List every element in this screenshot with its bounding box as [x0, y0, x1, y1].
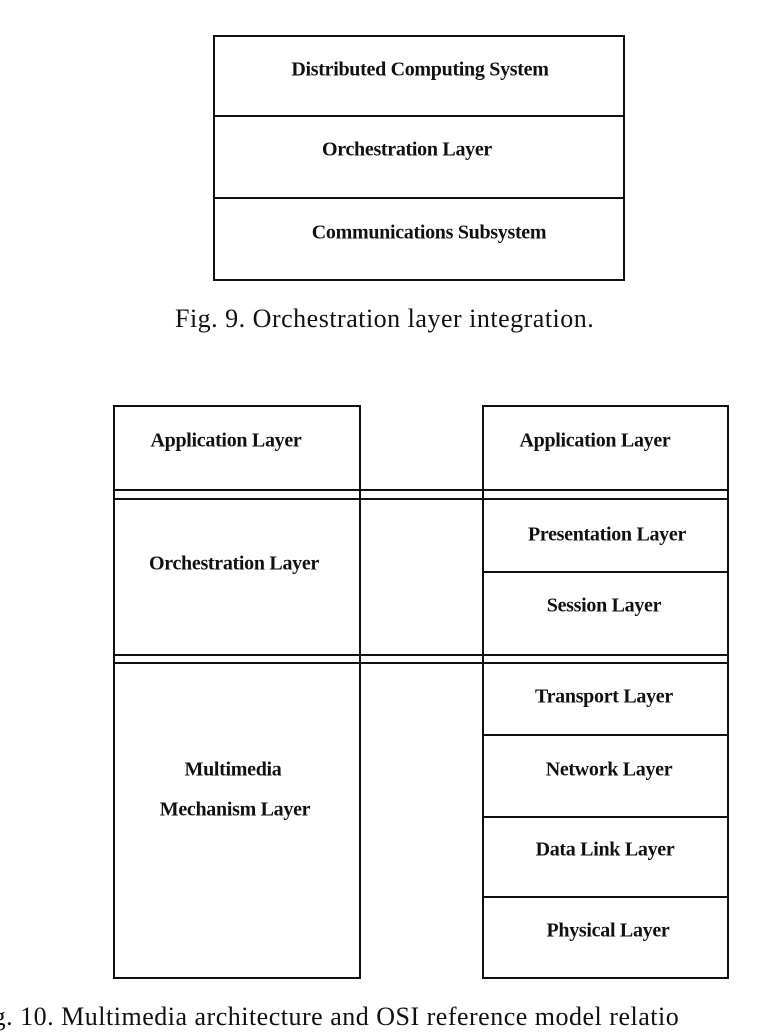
- arch-orchestration-layer: Orchestration Layer: [148, 552, 320, 575]
- fig9-caption: Fig. 9. Orchestration layer integration.: [175, 304, 595, 333]
- double-separator: [113, 498, 729, 500]
- arch-multimedia-line2: Mechanism Layer: [159, 798, 311, 821]
- double-separator: [113, 489, 729, 491]
- fig10-caption: Fig. 10. Multimedia architecture and OSI…: [0, 1002, 680, 1031]
- fig9-layer-distributed: Distributed Computing System: [291, 58, 549, 81]
- osi-network-layer: Network Layer: [545, 758, 673, 781]
- fig9-divider: [213, 115, 625, 117]
- double-separator: [113, 654, 729, 656]
- osi-presentation-layer: Presentation Layer: [527, 523, 687, 546]
- osi-divider: [482, 816, 729, 818]
- double-separator: [113, 662, 729, 664]
- fig9-layer-orchestration: Orchestration Layer: [321, 138, 493, 161]
- fig9-divider: [213, 197, 625, 199]
- fig9-stack: [213, 35, 625, 281]
- arch-application-layer: Application Layer: [150, 429, 302, 452]
- osi-divider: [482, 896, 729, 898]
- multimedia-architecture-stack: [113, 405, 361, 979]
- osi-transport-layer: Transport Layer: [535, 685, 673, 708]
- osi-application-layer: Application Layer: [519, 429, 671, 452]
- fig9-layer-communications: Communications Subsystem: [311, 221, 547, 244]
- arch-multimedia-line1: Multimedia: [184, 758, 282, 781]
- osi-divider: [482, 734, 729, 736]
- osi-session-layer: Session Layer: [546, 594, 662, 617]
- osi-model-stack: [482, 405, 729, 979]
- osi-divider: [482, 571, 729, 573]
- osi-data-link-layer: Data Link Layer: [535, 838, 675, 861]
- osi-physical-layer: Physical Layer: [546, 919, 670, 942]
